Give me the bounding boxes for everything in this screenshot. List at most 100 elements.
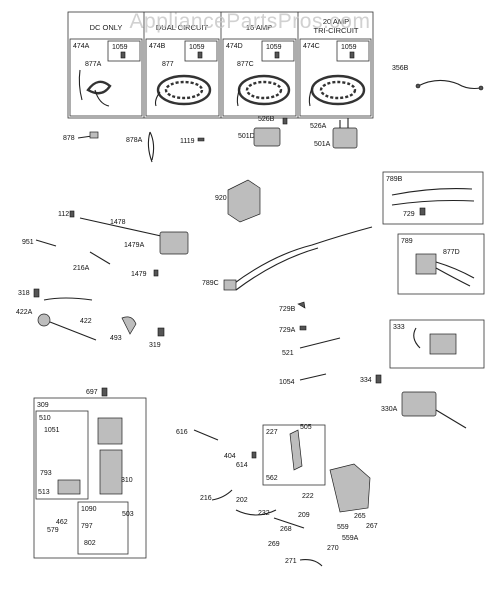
- svg-text:330A: 330A: [381, 406, 398, 413]
- svg-text:503: 503: [122, 511, 134, 518]
- part-330a[interactable]: 330A: [381, 391, 467, 429]
- svg-text:202: 202: [236, 497, 248, 504]
- svg-text:319: 319: [149, 342, 161, 349]
- kit-474d-part: 877C: [237, 61, 254, 68]
- kit-474b-code: 474B: [149, 43, 166, 50]
- kit-dc-only-header: DC ONLY: [90, 23, 123, 32]
- svg-text:951: 951: [22, 239, 34, 246]
- part-501d[interactable]: 526B 501D: [238, 116, 288, 147]
- part-334[interactable]: 334: [360, 374, 382, 384]
- svg-text:802: 802: [84, 540, 96, 547]
- kit-474b-part: 877: [162, 61, 174, 68]
- kit-474d-code: 474D: [226, 43, 243, 50]
- kit-16amp-header: 16 AMP: [246, 23, 272, 32]
- part-789c[interactable]: 789C: [202, 226, 373, 291]
- svg-text:697: 697: [86, 389, 98, 396]
- kit-474b[interactable]: 474B 1059 877: [145, 38, 220, 117]
- svg-text:789B: 789B: [386, 176, 403, 183]
- kit-row: DC ONLY DUAL CIRCUIT 16 AMP 20 AMP TRI-C…: [67, 11, 374, 119]
- svg-text:269: 269: [268, 541, 280, 548]
- part-268[interactable]: 268 269 270 271: [268, 526, 339, 567]
- svg-text:1479: 1479: [131, 271, 147, 278]
- svg-text:1119: 1119: [180, 138, 195, 145]
- svg-text:562: 562: [266, 475, 278, 482]
- part-1478-assembly[interactable]: 112 1478 951 1479A 216A 1479: [22, 210, 189, 278]
- svg-text:789: 789: [401, 238, 413, 245]
- kit-474c-sub: 1059: [341, 44, 357, 51]
- svg-text:729A: 729A: [279, 327, 296, 334]
- svg-text:616: 616: [176, 429, 188, 436]
- kit-20amp-header: 20 AMP: [323, 17, 349, 26]
- svg-text:729B: 729B: [279, 306, 296, 313]
- kit-474a-sub: 1059: [112, 44, 128, 51]
- kit-474d[interactable]: 474D 1059 877C: [222, 38, 297, 117]
- svg-text:309: 309: [37, 402, 49, 409]
- svg-text:112: 112: [58, 211, 69, 218]
- svg-text:789C: 789C: [202, 280, 219, 287]
- svg-text:216: 216: [200, 495, 212, 502]
- part-729b[interactable]: 729B 729A: [279, 301, 307, 334]
- svg-text:797: 797: [81, 523, 93, 530]
- part-616[interactable]: 616: [176, 429, 219, 441]
- svg-text:270: 270: [327, 545, 339, 552]
- part-404[interactable]: 404 614: [224, 451, 257, 469]
- kit-474c-code: 474C: [303, 43, 320, 50]
- svg-text:268: 268: [280, 526, 292, 533]
- svg-text:493: 493: [110, 335, 122, 342]
- svg-text:462: 462: [56, 519, 68, 526]
- svg-text:216A: 216A: [73, 265, 90, 272]
- svg-text:1090: 1090: [81, 506, 97, 513]
- part-216[interactable]: 216: [200, 489, 233, 502]
- kit-row-frame: [67, 11, 374, 119]
- svg-text:505: 505: [300, 424, 312, 431]
- kit-dual-circuit-header: DUAL CIRCUIT: [156, 23, 209, 32]
- svg-text:559: 559: [337, 524, 349, 531]
- box-227[interactable]: 227 505 562: [262, 424, 326, 486]
- box-789[interactable]: 789 877D: [397, 233, 485, 295]
- part-188[interactable]: 188: [329, 463, 371, 513]
- kit-tri-circuit-header: TRI-CIRCUIT: [314, 26, 359, 35]
- part-1119[interactable]: 1119: [180, 137, 205, 145]
- svg-text:614: 614: [236, 462, 248, 469]
- part-878[interactable]: 878: [63, 131, 99, 142]
- watermark: AppliancePartsPros.com: [130, 10, 371, 33]
- svg-text:920: 920: [215, 195, 227, 202]
- part-232[interactable]: 232: [258, 510, 305, 529]
- svg-text:878: 878: [63, 135, 75, 142]
- part-878a[interactable]: 878A: [126, 131, 155, 163]
- kit-474c[interactable]: 474C 1059: [299, 38, 372, 117]
- part-356b[interactable]: 356B: [392, 65, 484, 91]
- svg-text:318: 318: [18, 290, 30, 297]
- svg-text:1051: 1051: [44, 427, 60, 434]
- box-333[interactable]: 333: [389, 319, 485, 369]
- part-265[interactable]: 265 267 559 559A: [337, 513, 378, 542]
- part-202[interactable]: 202: [235, 497, 277, 516]
- part-521[interactable]: 521: [282, 337, 341, 357]
- svg-text:559A: 559A: [342, 535, 359, 542]
- svg-text:265: 265: [354, 513, 366, 520]
- part-501a[interactable]: 526A 501A: [310, 118, 358, 149]
- svg-text:526B: 526B: [258, 116, 275, 123]
- part-1054[interactable]: 1054: [279, 373, 327, 386]
- svg-text:1479A: 1479A: [124, 242, 145, 249]
- svg-text:513: 513: [38, 489, 50, 496]
- part-222[interactable]: 222 209: [298, 493, 314, 519]
- svg-text:510: 510: [39, 415, 51, 422]
- svg-text:267: 267: [366, 523, 378, 530]
- svg-text:729: 729: [403, 211, 415, 218]
- box-789b[interactable]: 789B 729: [382, 171, 484, 225]
- svg-text:877D: 877D: [443, 249, 460, 256]
- svg-text:526A: 526A: [310, 123, 327, 130]
- svg-text:1478: 1478: [110, 219, 126, 226]
- part-920[interactable]: 920: [215, 179, 261, 223]
- box-309[interactable]: 697 309 510 1051 793 513 801 310 1090 46…: [33, 387, 147, 559]
- kit-474a-code: 474A: [73, 43, 90, 50]
- svg-text:227: 227: [266, 429, 278, 436]
- svg-text:232: 232: [258, 510, 270, 517]
- kit-474b-sub: 1059: [189, 44, 205, 51]
- svg-text:222: 222: [302, 493, 314, 500]
- svg-text:271: 271: [285, 558, 297, 565]
- kit-474a[interactable]: 474A 1059 877A: [69, 38, 143, 117]
- part-422a[interactable]: 318 422A 422 493 319: [16, 288, 165, 349]
- svg-text:793: 793: [40, 470, 52, 477]
